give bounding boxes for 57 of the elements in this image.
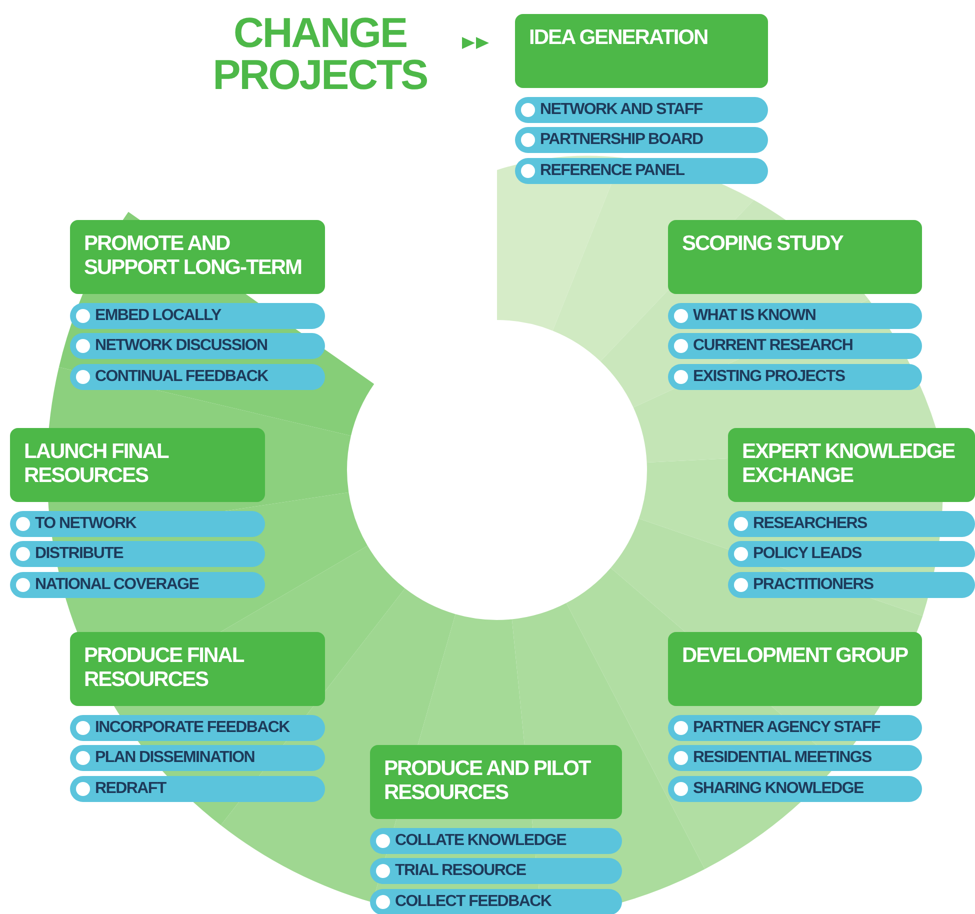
list-item-pill [668,776,922,802]
stage-box: IDEA GENERATION [515,14,768,88]
list-item-pill [728,572,975,598]
diagram-title: CHANGE PROJECTS [212,12,428,96]
list-item-pill [515,127,768,153]
item-text: DISTRIBUTE [35,545,124,563]
item-text: COLLECT FEEDBACK [395,893,552,911]
list-item-pill [10,572,265,598]
item-text: TO NETWORK [35,515,136,533]
stage-box: PRODUCE FINAL RESOURCES [70,632,325,706]
list-item-pill [668,745,922,771]
item-text: CURRENT RESEARCH [693,337,853,355]
item-text: WHAT IS KNOWN [693,307,816,325]
item-text: POLICY LEADS [753,545,862,563]
list-item-pill [70,745,325,771]
stage-box: DEVELOPMENT GROUP [668,632,922,706]
item-text: REDRAFT [95,780,166,798]
list-item-pill [515,97,768,123]
list-item-pill [70,776,325,802]
list-item-pill [515,158,768,184]
list-item-pill [70,364,325,390]
stage-box: PROMOTE AND SUPPORT LONG-TERM [70,220,325,294]
list-item-pill [668,715,922,741]
list-item-pill [728,541,975,567]
item-text: NATIONAL COVERAGE [35,576,199,594]
item-text: TRIAL RESOURCE [395,862,526,880]
list-item-pill [668,303,922,329]
item-text: EXISTING PROJECTS [693,368,845,386]
item-text: CONTINUAL FEEDBACK [95,368,268,386]
list-item-pill [70,715,325,741]
item-text: PARTNERSHIP BOARD [540,131,703,149]
item-text: PRACTITIONERS [753,576,874,594]
item-text: SHARING KNOWLEDGE [693,780,864,798]
item-text: PARTNER AGENCY STAFF [693,719,880,737]
item-text: INCORPORATE FEEDBACK [95,719,290,737]
list-item-pill [668,364,922,390]
item-text: RESIDENTIAL MEETINGS [693,749,872,767]
list-item-pill [370,858,622,884]
stage-box: LAUNCH FINAL RESOURCES [10,428,265,502]
list-item-pill [10,541,265,567]
stage-box: EXPERT KNOWLEDGE EXCHANGE [728,428,975,502]
list-item-pill [370,828,622,854]
item-text: EMBED LOCALLY [95,307,221,325]
list-item-pill [370,889,622,914]
item-text: NETWORK AND STAFF [540,101,702,119]
stage-box: SCOPING STUDY [668,220,922,294]
list-item-pill [70,333,325,359]
stage-box: PRODUCE AND PILOT RESOURCES [370,745,622,819]
item-text: REFERENCE PANEL [540,162,684,180]
list-item-pill [10,511,265,537]
list-item-pill [668,333,922,359]
item-text: PLAN DISSEMINATION [95,749,255,767]
list-item-pill [70,303,325,329]
list-item-pill [728,511,975,537]
item-text: COLLATE KNOWLEDGE [395,832,566,850]
item-text: RESEARCHERS [753,515,867,533]
item-text: NETWORK DISCUSSION [95,337,268,355]
